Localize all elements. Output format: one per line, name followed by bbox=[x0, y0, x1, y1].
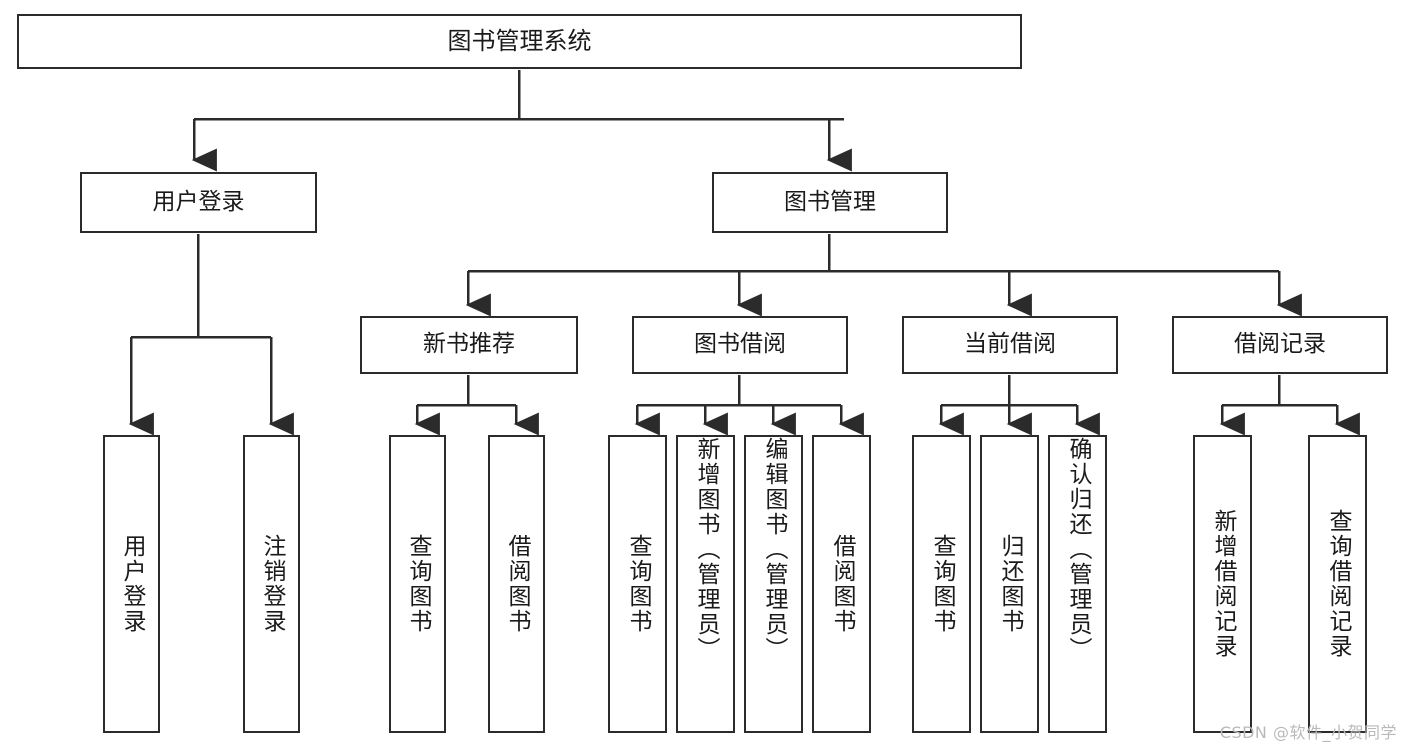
node-leaf-add-record-label: 新增借阅记录 bbox=[1210, 509, 1236, 659]
node-leaf-borrow-book-2-label: 借阅图书 bbox=[829, 534, 855, 634]
node-leaf-borrow-book-1[interactable]: 借阅图书 bbox=[488, 435, 545, 733]
node-leaf-add-book-label: 新增图书（管理员） bbox=[693, 437, 719, 662]
node-leaf-query-book-2[interactable]: 查询图书 bbox=[608, 435, 667, 733]
node-leaf-query-record-label: 查询借阅记录 bbox=[1325, 509, 1351, 659]
node-borrow-record[interactable]: 借阅记录 bbox=[1172, 316, 1388, 374]
node-book-borrow-label: 图书借阅 bbox=[694, 331, 786, 358]
node-leaf-borrow-book-2[interactable]: 借阅图书 bbox=[812, 435, 871, 733]
node-book-manage-label: 图书管理 bbox=[784, 188, 876, 215]
node-leaf-edit-book[interactable]: 编辑图书（管理员） bbox=[744, 435, 803, 733]
node-leaf-user-login[interactable]: 用户登录 bbox=[103, 435, 160, 733]
node-leaf-add-book[interactable]: 新增图书（管理员） bbox=[676, 435, 735, 733]
node-leaf-return-book-label: 归还图书 bbox=[997, 534, 1023, 634]
node-book-manage[interactable]: 图书管理 bbox=[712, 172, 948, 233]
node-borrow-record-label: 借阅记录 bbox=[1234, 331, 1326, 358]
node-new-book-recommend[interactable]: 新书推荐 bbox=[360, 316, 578, 374]
node-leaf-query-book-1[interactable]: 查询图书 bbox=[389, 435, 446, 733]
node-leaf-confirm-return-label: 确认归还（管理员） bbox=[1065, 437, 1091, 662]
node-root[interactable]: 图书管理系统 bbox=[17, 14, 1022, 69]
node-leaf-confirm-return[interactable]: 确认归还（管理员） bbox=[1048, 435, 1107, 733]
node-leaf-user-login-label: 用户登录 bbox=[119, 534, 145, 634]
node-current-borrow-label: 当前借阅 bbox=[964, 331, 1056, 358]
node-root-label: 图书管理系统 bbox=[447, 27, 592, 56]
node-leaf-borrow-book-1-label: 借阅图书 bbox=[504, 534, 530, 634]
node-book-borrow[interactable]: 图书借阅 bbox=[632, 316, 848, 374]
node-new-book-recommend-label: 新书推荐 bbox=[423, 331, 515, 358]
node-leaf-query-book-3-label: 查询图书 bbox=[929, 534, 955, 634]
node-leaf-add-record[interactable]: 新增借阅记录 bbox=[1193, 435, 1252, 733]
node-current-borrow[interactable]: 当前借阅 bbox=[902, 316, 1118, 374]
node-leaf-edit-book-label: 编辑图书（管理员） bbox=[761, 437, 787, 662]
node-leaf-user-logout[interactable]: 注销登录 bbox=[243, 435, 300, 733]
node-leaf-query-record[interactable]: 查询借阅记录 bbox=[1308, 435, 1367, 733]
node-leaf-query-book-1-label: 查询图书 bbox=[405, 534, 431, 634]
node-user-login[interactable]: 用户登录 bbox=[80, 172, 317, 233]
node-leaf-query-book-3[interactable]: 查询图书 bbox=[912, 435, 971, 733]
node-leaf-return-book[interactable]: 归还图书 bbox=[980, 435, 1039, 733]
node-leaf-user-logout-label: 注销登录 bbox=[259, 534, 285, 634]
node-user-login-label: 用户登录 bbox=[152, 188, 245, 215]
node-leaf-query-book-2-label: 查询图书 bbox=[625, 534, 651, 634]
